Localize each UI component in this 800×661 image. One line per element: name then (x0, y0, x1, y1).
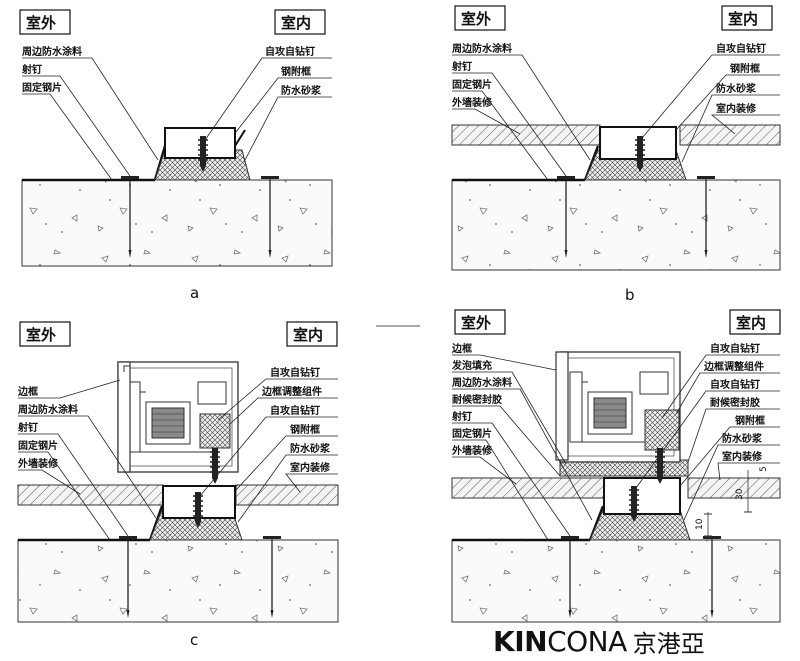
outdoor-label-c: 室外 (26, 326, 56, 344)
watermark-part-chinese: 京港亞 (632, 629, 705, 658)
kincona-watermark: KIN CONA 京港亞 (493, 624, 705, 658)
label-interior-finish-b: 室内装修 (716, 102, 757, 115)
watermark-part-kin: KIN (493, 624, 548, 658)
label-self-tapping-screw-c1: 自攻自钻钉 (270, 366, 320, 379)
dimension-5: 5 (759, 466, 769, 472)
label-shooting-nail-b: 射钉 (451, 60, 472, 73)
label-fixing-steel-plate-d: 固定钢片 (452, 427, 492, 440)
interior-finish-b (679, 124, 781, 146)
label-self-tapping-screw-a: 自攻自钻钉 (265, 45, 315, 58)
caption-c: c (190, 631, 198, 649)
right-callouts-b: 自攻自钻钉 钢附框 防水砂浆 室内装修 (641, 42, 780, 163)
label-foam-fill-d: 发泡填充 (451, 359, 492, 372)
caption-a: a (190, 284, 199, 302)
left-callouts-d: 边框 发泡填充 周边防水涂料 耐候密封胶 射钉 固定钢片 外墙装修 (451, 342, 593, 541)
label-waterproof-coating-c: 周边防水涂料 (18, 403, 78, 416)
label-fixing-steel-plate-b: 固定钢片 (452, 78, 492, 91)
label-waterproof-mortar-d: 防水砂浆 (722, 432, 763, 445)
frame-adjuster-d (644, 409, 680, 451)
concrete-wall-c (17, 539, 339, 623)
label-exterior-finish-d: 外墙装修 (451, 444, 493, 457)
label-self-tapping-screw-c2: 自攻自钻钉 (270, 404, 320, 417)
label-self-tapping-screw-b: 自攻自钻钉 (716, 42, 766, 55)
label-self-tapping-screw-d2: 自攻自钻钉 (710, 378, 760, 391)
label-steel-subframe-a: 钢附框 (281, 65, 311, 78)
label-shooting-nail-a: 射钉 (21, 63, 42, 76)
concrete-wall-a (21, 179, 333, 267)
label-waterproof-mortar-b: 防水砂浆 (716, 82, 757, 95)
concrete-wall-d (451, 539, 781, 623)
outdoor-label-d: 室外 (461, 314, 491, 332)
dimension-lines-d: 5 30 10 (695, 466, 769, 538)
label-sealant-d: 耐候密封胶 (452, 393, 502, 406)
label-shooting-nail-d: 射钉 (451, 410, 472, 423)
dimension-10: 10 (695, 518, 705, 530)
exterior-finish-b (451, 124, 601, 146)
label-sealant-right-d: 耐候密封胶 (710, 396, 760, 409)
concrete-wall-b (451, 179, 781, 271)
label-shooting-nail-c: 射钉 (17, 421, 38, 434)
label-exterior-finish-c: 外墙装修 (17, 457, 59, 470)
left-callouts-b: 周边防水涂料 射钉 固定钢片 外墙装修 (451, 42, 591, 181)
right-callouts-a: 自攻自钻钉 钢附框 防水砂浆 (204, 45, 332, 163)
label-waterproof-coating-b: 周边防水涂料 (452, 42, 512, 55)
label-waterproof-coating-d: 周边防水涂料 (452, 376, 512, 389)
frame-adjuster-c (199, 413, 231, 449)
watermark-part-cona: CONA (547, 624, 627, 658)
label-frame-c: 边框 (17, 385, 38, 398)
panel-a: 室外 室内 周边防水涂料 射钉 固定钢片 自攻自钻钉 钢附框 防水砂浆 a (19, 9, 333, 302)
label-steel-subframe-b: 钢附框 (730, 62, 760, 75)
label-steel-subframe-c: 钢附框 (290, 423, 320, 436)
label-waterproof-mortar-c: 防水砂浆 (290, 442, 331, 455)
outdoor-label-a: 室外 (26, 14, 56, 32)
label-fixing-steel-plate-c: 固定钢片 (18, 439, 58, 452)
label-waterproof-mortar-a: 防水砂浆 (281, 84, 322, 97)
right-callouts-d: 自攻自钻钉 边框调整组件 自攻自钻钉 耐候密封胶 钢附框 防水砂浆 室内装修 (635, 342, 780, 521)
exterior-finish-c (17, 484, 164, 506)
indoor-label-a: 室内 (281, 14, 311, 32)
panel-c: 室外 室内 边框 周边防水涂料 射钉 固定钢片 外墙装修 自攻自钻钉 边框调整组… (17, 321, 339, 649)
label-exterior-finish-b: 外墙装修 (451, 96, 493, 109)
label-interior-finish-c: 室内装修 (290, 461, 331, 474)
interior-finish-c (235, 484, 339, 506)
indoor-label-b: 室内 (728, 10, 758, 28)
caption-b: b (625, 286, 635, 304)
interior-finish-d (687, 477, 781, 499)
exterior-finish-d (451, 477, 605, 499)
left-callouts-c: 边框 周边防水涂料 射钉 固定钢片 外墙装修 (17, 379, 157, 541)
left-callouts-a: 周边防水涂料 射钉 固定钢片 (21, 45, 159, 181)
label-fixing-steel-plate-a: 固定钢片 (22, 81, 62, 94)
label-self-tapping-screw-d1: 自攻自钻钉 (710, 342, 760, 355)
label-steel-subframe-d: 钢附框 (735, 414, 765, 427)
steel-subframe-d (603, 477, 681, 515)
right-callouts-c: 自攻自钻钉 边框调整组件 自攻自钻钉 钢附框 防水砂浆 室内装修 (199, 366, 338, 523)
panel-d: 5 30 10 室外 室内 边框 发泡填充 周边防水涂料 耐候密封胶 射钉 固定… (451, 309, 781, 623)
panel-b: 室外 室内 周边防水涂料 射钉 固定钢片 外墙装修 自攻自钻钉 钢附框 防水砂浆… (451, 5, 781, 304)
indoor-label-c: 室内 (293, 326, 323, 344)
indoor-label-d: 室内 (736, 314, 766, 332)
label-interior-finish-d: 室内装修 (722, 450, 763, 463)
label-frame-adjuster-d: 边框调整组件 (703, 360, 764, 373)
label-waterproof-coating-a: 周边防水涂料 (22, 45, 82, 58)
label-frame-d: 边框 (451, 342, 472, 355)
outdoor-label-b: 室外 (461, 10, 491, 28)
label-frame-adjuster-c: 边框调整组件 (261, 385, 322, 398)
dimension-30: 30 (735, 488, 745, 500)
